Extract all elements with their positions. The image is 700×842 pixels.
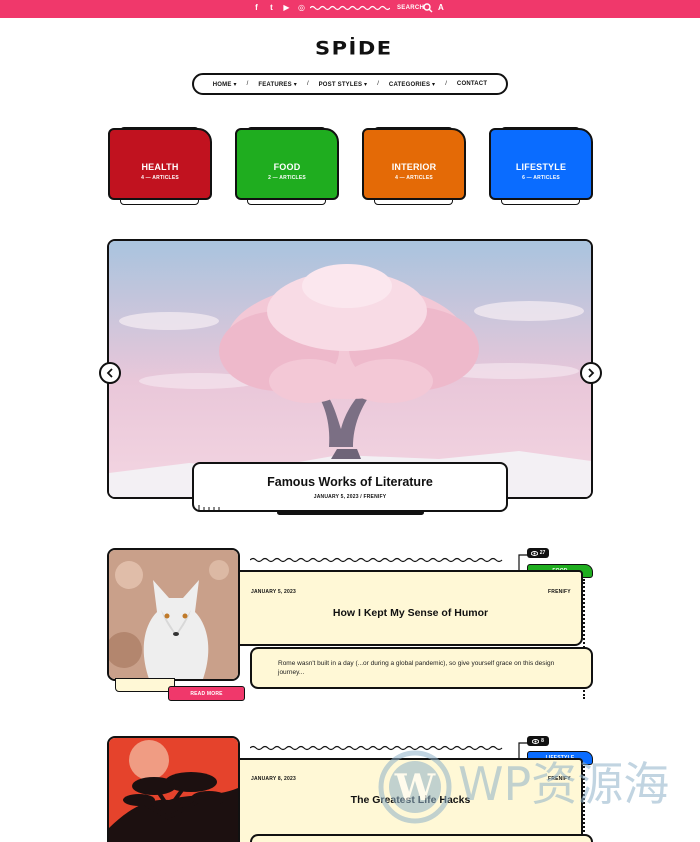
category-count: 6 — ARTICLES bbox=[522, 174, 560, 181]
chevron-down-icon: ▾ bbox=[364, 81, 368, 88]
post-excerpt bbox=[250, 834, 593, 842]
post-excerpt: Rome wasn't built in a day (...or during… bbox=[250, 647, 593, 689]
nav-home[interactable]: HOME ▾ bbox=[212, 81, 237, 88]
nav-post-styles[interactable]: POST STYLES ▾ bbox=[318, 81, 368, 88]
category-card-health[interactable]: HEALTH 4 — ARTICLES bbox=[108, 128, 212, 200]
category-name: INTERIOR bbox=[391, 161, 437, 172]
post-date: JANUARY 5, 2023 bbox=[251, 589, 296, 595]
dotted-divider bbox=[583, 766, 585, 836]
nav-separator: / bbox=[306, 81, 309, 87]
bracket-decoration-icon bbox=[518, 742, 529, 760]
svg-text:W: W bbox=[394, 767, 436, 809]
post-author[interactable]: FRENIFY bbox=[548, 776, 571, 782]
site-logo[interactable]: SPİDE bbox=[315, 37, 393, 59]
watermark-text: WP资源海 bbox=[458, 757, 670, 811]
chevron-right-icon bbox=[588, 368, 595, 378]
wave-divider-icon bbox=[250, 745, 503, 751]
youtube-icon[interactable]: ▶ bbox=[283, 2, 290, 12]
chevron-left-icon bbox=[106, 368, 113, 378]
chevron-down-icon: ▾ bbox=[233, 81, 237, 88]
category-card-food[interactable]: FOOD 2 — ARTICLES bbox=[235, 128, 339, 200]
hero-meta: JANUARY 5, 2023 / FRENIFY bbox=[313, 494, 387, 500]
hero-title[interactable]: Famous Works of Literature bbox=[267, 475, 433, 489]
main-nav: HOME ▾ / FEATURES ▾ / POST STYLES ▾ / CA… bbox=[192, 73, 508, 95]
post-title[interactable]: How I Kept My Sense of Humor bbox=[332, 607, 489, 619]
nav-categories[interactable]: CATEGORIES ▾ bbox=[388, 81, 436, 88]
category-name: LIFESTYLE bbox=[515, 161, 567, 172]
read-more-label: READ MORE bbox=[190, 690, 223, 697]
card-shadow bbox=[115, 678, 175, 692]
post-excerpt-text: Rome wasn't built in a day (...or during… bbox=[278, 660, 555, 676]
hero-caption-card[interactable]: Famous Works of Literature JANUARY 5, 20… bbox=[192, 462, 508, 512]
nav-contact[interactable]: CONTACT bbox=[456, 81, 488, 87]
chevron-down-icon: ▾ bbox=[432, 81, 436, 88]
post-date: JANUARY 8, 2023 bbox=[251, 776, 296, 782]
category-name: FOOD bbox=[273, 161, 301, 172]
category-card-lifestyle[interactable]: LIFESTYLE 6 — ARTICLES bbox=[489, 128, 593, 200]
twitter-icon[interactable]: t bbox=[270, 2, 273, 12]
social-links: f t ▶ ◎ bbox=[252, 3, 306, 12]
post-thumbnail[interactable] bbox=[107, 548, 240, 681]
read-more-button[interactable]: READ MORE bbox=[168, 686, 245, 701]
slider-progress-bar[interactable] bbox=[277, 510, 424, 515]
category-count: 4 — ARTICLES bbox=[141, 174, 179, 181]
views-badge: 27 bbox=[527, 548, 549, 558]
post-thumbnail[interactable] bbox=[107, 736, 240, 842]
category-count: 4 — ARTICLES bbox=[395, 174, 433, 181]
category-count: 2 — ARTICLES bbox=[268, 174, 306, 181]
font-size-icon[interactable]: A bbox=[438, 3, 444, 12]
search-icon[interactable] bbox=[423, 3, 433, 13]
eye-icon bbox=[530, 550, 538, 556]
slider-prev-button[interactable] bbox=[99, 362, 121, 384]
dotted-divider bbox=[583, 579, 585, 699]
nav-separator: / bbox=[246, 81, 249, 87]
views-count: 27 bbox=[539, 550, 546, 556]
eye-icon bbox=[532, 738, 540, 744]
wave-divider-icon bbox=[310, 5, 390, 11]
hero-slide-image[interactable] bbox=[107, 239, 593, 499]
slider-next-button[interactable] bbox=[580, 362, 602, 384]
wave-divider-icon bbox=[250, 557, 503, 563]
category-name: HEALTH bbox=[141, 161, 179, 172]
bracket-decoration-icon bbox=[518, 554, 529, 572]
nav-features[interactable]: FEATURES ▾ bbox=[258, 81, 297, 88]
watermark-logo: W WP资源海 bbox=[378, 750, 684, 824]
views-badge: 8 bbox=[527, 736, 549, 746]
tick-decoration-icon bbox=[198, 505, 220, 511]
post-panel bbox=[238, 570, 583, 646]
search-label[interactable]: SEARCH bbox=[397, 5, 425, 11]
chevron-down-icon: ▾ bbox=[293, 81, 297, 88]
nav-separator: / bbox=[445, 81, 447, 87]
instagram-icon[interactable]: ◎ bbox=[298, 2, 305, 12]
category-card-interior[interactable]: INTERIOR 4 — ARTICLES bbox=[362, 128, 466, 200]
facebook-icon[interactable]: f bbox=[255, 2, 258, 12]
post-author[interactable]: FRENIFY bbox=[548, 589, 571, 595]
views-count: 8 bbox=[541, 738, 544, 744]
top-bar bbox=[0, 0, 700, 18]
nav-separator: / bbox=[377, 81, 379, 87]
